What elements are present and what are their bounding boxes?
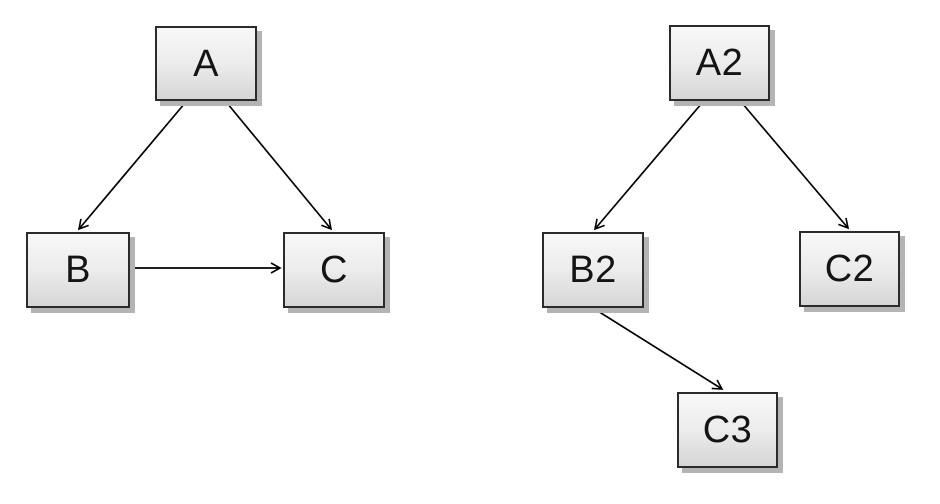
node-b2[interactable]: B2 [542,232,644,308]
node-a[interactable]: A [155,26,257,101]
node-c3[interactable]: C3 [677,392,778,468]
node-c-label: C [320,249,348,291]
node-c[interactable]: C [283,232,385,308]
node-c3-label: C3 [702,409,753,451]
node-b2-label: B2 [569,249,617,291]
node-b[interactable]: B [26,232,130,308]
edge-b2-to-c3 [592,307,724,390]
node-a2-label: A2 [695,42,744,84]
edge-a2-to-c2 [741,102,850,230]
edge-a2-to-b2 [593,102,703,231]
node-b-label: B [65,249,91,291]
edge-a-to-c [226,102,333,231]
node-c2-label: C2 [824,248,875,290]
node-a-label: A [193,42,219,85]
node-c2[interactable]: C2 [799,231,900,307]
edge-a-to-b [77,102,186,231]
node-a2[interactable]: A2 [669,25,770,101]
